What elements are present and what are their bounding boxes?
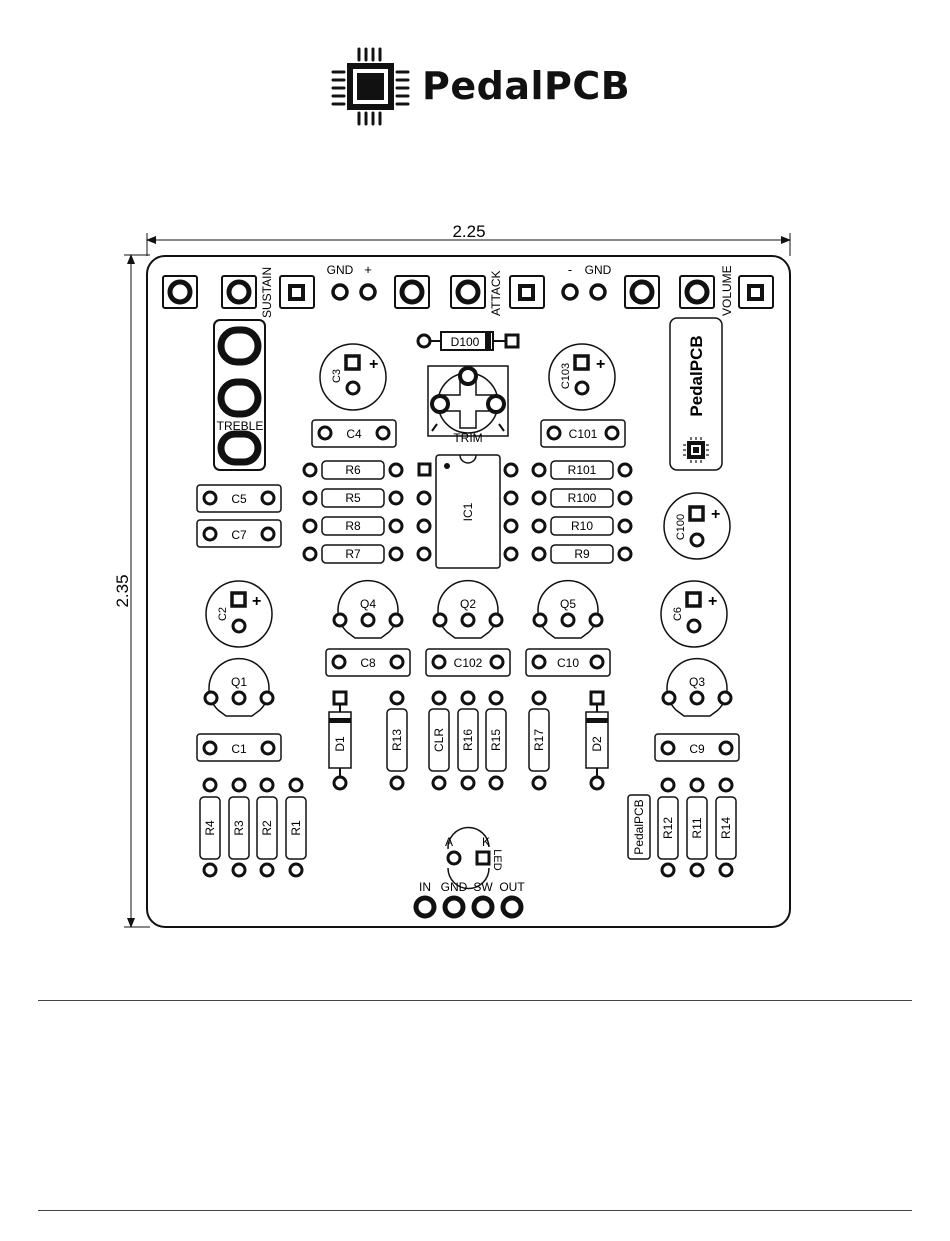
cap-c100 xyxy=(664,493,730,559)
trim-label: TRIM xyxy=(453,431,482,445)
c6-label: C6 xyxy=(672,607,684,621)
c9-label: C9 xyxy=(689,742,705,756)
board-connectors xyxy=(163,276,773,308)
power-plus-label: + xyxy=(364,262,372,277)
led-cathode-label: K xyxy=(482,835,490,849)
r11-label: R11 xyxy=(690,817,704,838)
r5-label: R5 xyxy=(345,491,361,505)
d100-label: D100 xyxy=(451,335,480,349)
c100-plus: + xyxy=(711,506,720,523)
ic1-label: IC1 xyxy=(461,502,475,521)
c7-label: C7 xyxy=(231,528,247,542)
batt-gnd-label: GND xyxy=(585,263,612,277)
c3-label: C3 xyxy=(331,369,343,383)
q2-label: Q2 xyxy=(460,597,476,611)
fs-out-label: OUT xyxy=(499,880,525,894)
q4-label: Q4 xyxy=(360,597,376,611)
attack-label: ATTACK xyxy=(489,270,503,316)
r101-label: R101 xyxy=(568,463,597,477)
dimension-height-label: 2.35 xyxy=(113,574,132,607)
fs-sw-label: SW xyxy=(473,880,493,894)
r10-label: R10 xyxy=(571,519,593,533)
cap-c103 xyxy=(549,344,615,410)
c6-plus: + xyxy=(708,593,717,610)
r4-label: R4 xyxy=(203,820,217,836)
silk-brand-text: PedalPCB xyxy=(632,799,646,854)
r100-label: R100 xyxy=(568,491,597,505)
cap-c6 xyxy=(661,581,727,647)
r15-label: R15 xyxy=(489,729,503,751)
dimension-height: 2.35 xyxy=(113,255,150,927)
pot-pad-2 xyxy=(222,276,256,308)
q1-label: Q1 xyxy=(231,675,247,689)
batt-minus-label: - xyxy=(568,262,572,277)
pot-pad-6 xyxy=(510,276,544,308)
treble-pot xyxy=(214,320,265,470)
dimension-width-label: 2.25 xyxy=(452,222,485,241)
divider-bottom xyxy=(38,1210,912,1211)
r13-label: R13 xyxy=(390,729,404,751)
c1-label: C1 xyxy=(231,742,247,756)
r3-label: R3 xyxy=(232,820,246,836)
c5-label: C5 xyxy=(231,492,247,506)
power-gnd-label: GND xyxy=(327,263,354,277)
r6-label: R6 xyxy=(345,463,361,477)
c10-label: C10 xyxy=(557,656,579,670)
q3-label: Q3 xyxy=(689,675,705,689)
c4-label: C4 xyxy=(346,427,362,441)
c101-label: C101 xyxy=(569,427,598,441)
r7-label: R7 xyxy=(345,547,361,561)
r16-label: R16 xyxy=(461,729,475,751)
fs-in-label: IN xyxy=(419,880,431,894)
cap-c2 xyxy=(206,581,272,647)
pot-pad-9 xyxy=(739,276,773,308)
c3-plus: + xyxy=(369,356,378,373)
pot-pad-3 xyxy=(280,276,314,308)
c103-label: C103 xyxy=(560,363,572,389)
led-anode-label: A xyxy=(445,835,453,849)
pot-pad-8 xyxy=(680,276,714,308)
treble-label: TREBLE xyxy=(217,419,264,433)
c2-plus: + xyxy=(252,593,261,610)
r14-label: R14 xyxy=(719,817,733,839)
divider-top xyxy=(38,1000,912,1001)
r12-label: R12 xyxy=(661,817,675,839)
c102-label: C102 xyxy=(454,656,483,670)
pot-pad-1 xyxy=(163,276,197,308)
q5-label: Q5 xyxy=(560,597,576,611)
pot-pad-4 xyxy=(395,276,429,308)
r1-label: R1 xyxy=(289,820,303,836)
c2-label: C2 xyxy=(217,607,229,621)
silk-badge-text: PedalPCB xyxy=(687,335,706,416)
pcb-layout: 2.25 2.35 SUSTAIN ATTACK VOLUME GND + - … xyxy=(0,0,950,1000)
footswitch-pads xyxy=(416,898,521,916)
volume-label: VOLUME xyxy=(720,265,734,316)
cap-c3 xyxy=(320,344,386,410)
r8-label: R8 xyxy=(345,519,361,533)
led-label: LED xyxy=(491,849,503,870)
c103-plus: + xyxy=(596,356,605,373)
pot-pad-5 xyxy=(451,276,485,308)
d1-label: D1 xyxy=(333,736,347,752)
dimension-width: 2.25 xyxy=(147,222,790,256)
r17-label: R17 xyxy=(532,729,546,751)
trim-pot xyxy=(428,366,508,436)
r9-label: R9 xyxy=(574,547,590,561)
d2-label: D2 xyxy=(590,736,604,752)
c100-label: C100 xyxy=(675,514,687,540)
r2-label: R2 xyxy=(260,820,274,836)
clr-label: CLR xyxy=(432,728,446,752)
fs-gnd-label: GND xyxy=(441,880,468,894)
pot-pad-7 xyxy=(625,276,659,308)
c8-label: C8 xyxy=(360,656,376,670)
sustain-label: SUSTAIN xyxy=(260,267,274,318)
